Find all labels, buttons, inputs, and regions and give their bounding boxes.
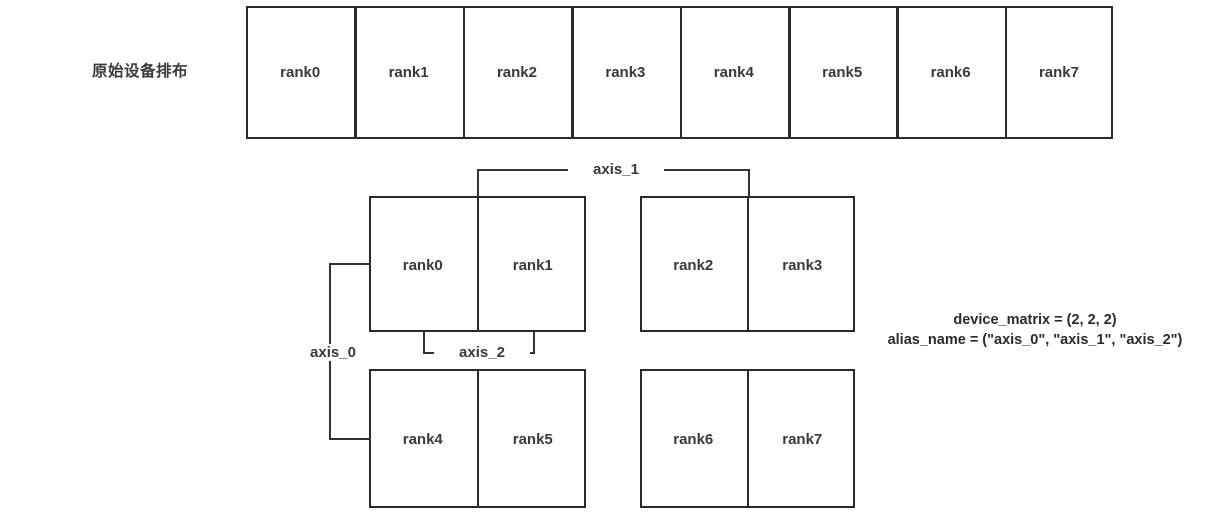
row-divider <box>462 6 466 139</box>
row-cell-rank7: rank7 <box>1038 64 1079 81</box>
original-layout-title: 原始设备排布 <box>91 63 188 80</box>
matrix-cell-rank5: rank5 <box>512 431 553 448</box>
row-cell-rank1: rank1 <box>388 64 429 81</box>
matrix-cell-rank3: rank3 <box>782 257 823 274</box>
row-divider <box>1004 6 1008 139</box>
quadrant-divider <box>746 196 749 332</box>
quadrant-divider <box>476 369 479 508</box>
axis-2-bracket-right-arm <box>533 331 535 352</box>
matrix-cell-rank0: rank0 <box>402 257 443 274</box>
quadrant-divider <box>746 369 749 508</box>
matrix-cell-rank7: rank7 <box>782 431 823 448</box>
axis-2-label: axis_2 <box>434 344 530 361</box>
row-cell-rank3: rank3 <box>605 64 646 81</box>
row-cell-rank2: rank2 <box>496 64 537 81</box>
row-divider <box>571 6 574 139</box>
row-cell-rank0: rank0 <box>280 64 321 81</box>
row-divider <box>354 6 357 139</box>
row-cell-rank5: rank5 <box>822 64 863 81</box>
row-divider <box>788 6 791 139</box>
matrix-cell-rank2: rank2 <box>673 257 714 274</box>
row-divider <box>896 6 899 139</box>
row-cell-rank4: rank4 <box>713 64 754 81</box>
axis-1-label: axis_1 <box>568 161 664 178</box>
axis-1-bracket-right-arm <box>748 169 750 198</box>
matrix-cell-rank4: rank4 <box>402 431 443 448</box>
alias-name-text: alias_name = ("axis_0", "axis_1", "axis_… <box>887 332 1183 348</box>
axis-0-label: axis_0 <box>296 344 370 361</box>
matrix-cell-rank1: rank1 <box>512 257 553 274</box>
device-matrix-text: device_matrix = (2, 2, 2) <box>953 312 1117 328</box>
axis-0-bracket-bottom-arm <box>329 438 371 440</box>
quadrant-divider <box>476 196 479 332</box>
original-device-row <box>246 6 1113 139</box>
matrix-annotation: device_matrix = (2, 2, 2) alias_name = (… <box>840 310 1230 350</box>
axis-0-bracket-top-arm <box>329 263 371 265</box>
row-divider <box>679 6 683 139</box>
row-cell-rank6: rank6 <box>930 64 971 81</box>
axis-2-bracket-left-arm <box>423 331 425 352</box>
axis-1-bracket-left-arm <box>477 169 479 198</box>
matrix-cell-rank6: rank6 <box>673 431 714 448</box>
